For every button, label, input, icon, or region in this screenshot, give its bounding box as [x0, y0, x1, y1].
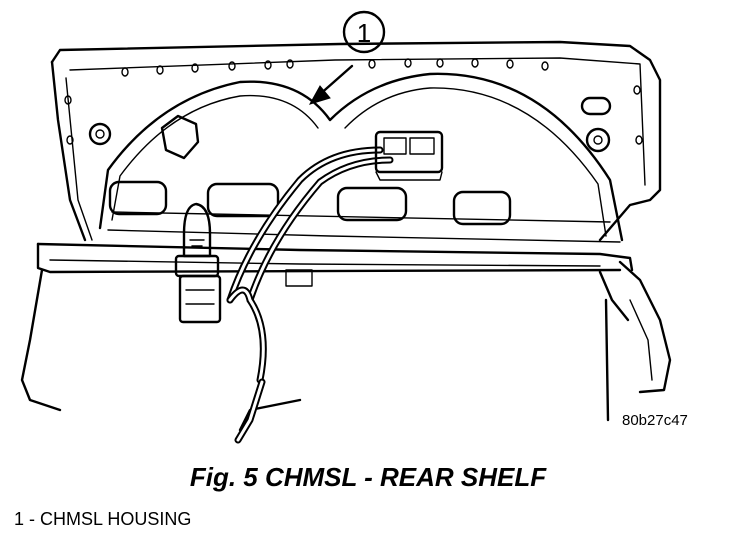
left-screw	[88, 122, 112, 146]
bulb-and-socket	[174, 202, 222, 324]
housing-window-3	[336, 186, 408, 222]
shelf-trim	[20, 242, 672, 432]
upper-connector	[374, 130, 444, 181]
rear-shelf-panel	[50, 40, 662, 242]
housing-window-1	[108, 180, 168, 216]
callout-arrow-head	[308, 85, 331, 105]
callout-number: 1	[357, 18, 371, 48]
figure-caption: Fig. 5 CHMSL - REAR SHELF	[189, 462, 547, 492]
housing-window-2	[206, 182, 280, 218]
callout-circle	[342, 10, 386, 54]
bulb-socket	[174, 254, 220, 278]
mounting-holes	[64, 58, 643, 145]
grommet	[160, 114, 200, 160]
housing-window-4	[452, 190, 512, 226]
chmsl-housing	[88, 72, 624, 243]
callout-1: 1	[308, 10, 386, 105]
wire-harness	[226, 146, 394, 444]
right-screw	[580, 96, 612, 153]
figure-code: 80b27c47	[622, 412, 688, 429]
legend-item-1: 1 - CHMSL HOUSING	[14, 509, 192, 529]
socket-connector	[178, 274, 222, 324]
bulb	[182, 202, 212, 258]
